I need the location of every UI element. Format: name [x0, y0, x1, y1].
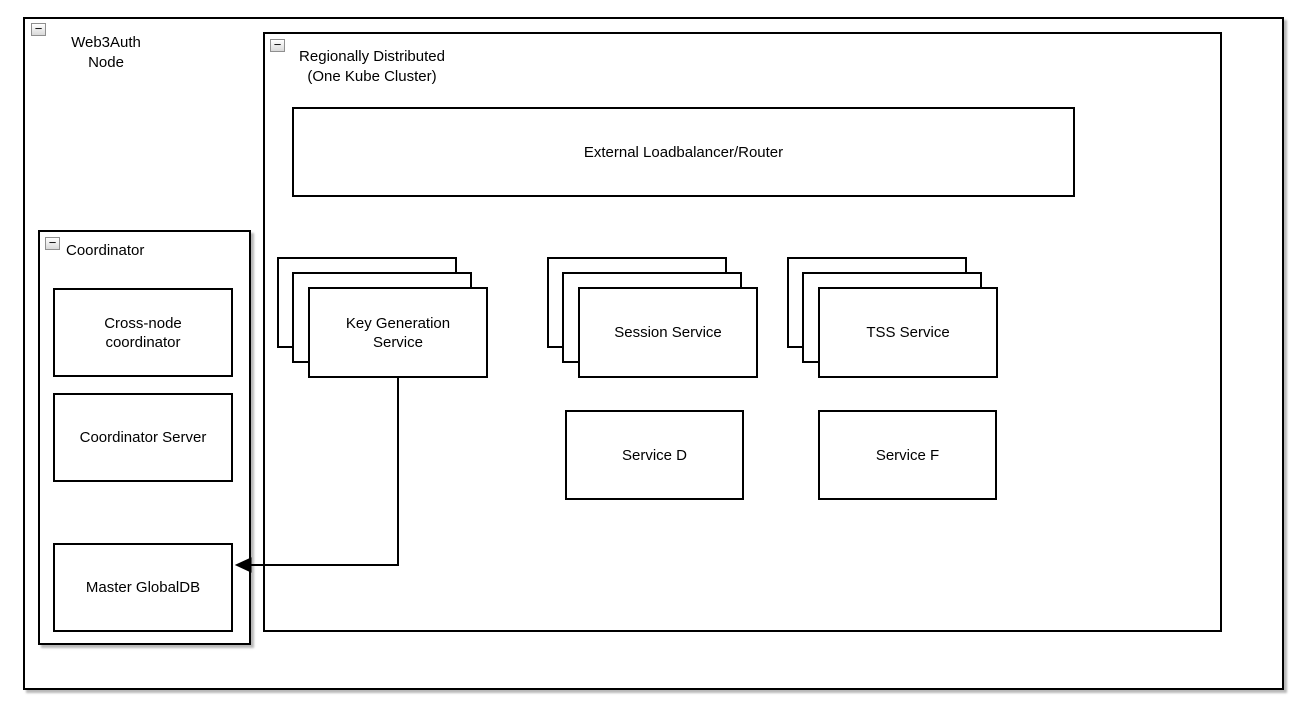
- service-f-box[interactable]: Service F: [818, 410, 997, 500]
- session-service-box[interactable]: Session Service: [578, 287, 758, 378]
- master-globaldb-label: Master GlobalDB: [85, 579, 201, 596]
- service-f-label: Service F: [875, 446, 940, 464]
- collapse-icon[interactable]: −: [31, 22, 46, 36]
- external-loadbalancer-box[interactable]: External Loadbalancer/Router: [292, 107, 1075, 197]
- web3auth-node-label: Web3Auth Node: [71, 34, 141, 71]
- collapse-icon[interactable]: −: [270, 38, 285, 52]
- tss-service-label: TSS Service: [866, 324, 950, 341]
- cross-node-coordinator-box[interactable]: Cross-node coordinator: [53, 288, 233, 377]
- cross-node-coordinator-label: Cross-node coordinator: [104, 314, 182, 351]
- external-loadbalancer-label: External Loadbalancer/Router: [583, 143, 784, 161]
- service-d-label: Service D: [621, 446, 688, 464]
- session-service-label: Session Service: [614, 324, 722, 341]
- service-d-box[interactable]: Service D: [565, 410, 744, 500]
- coordinator-server-box[interactable]: Coordinator Server: [53, 393, 233, 482]
- tss-service-box[interactable]: TSS Service: [818, 287, 998, 378]
- coordinator-label: Coordinator: [66, 242, 145, 259]
- key-generation-service-label: Key Generation Service: [345, 314, 451, 351]
- regionally-distributed-label: Regionally Distributed (One Kube Cluster…: [299, 48, 445, 85]
- master-globaldb-box[interactable]: Master GlobalDB: [53, 543, 233, 632]
- coordinator-server-label: Coordinator Server: [79, 429, 207, 446]
- key-generation-service-box[interactable]: Key Generation Service: [308, 287, 488, 378]
- collapse-icon[interactable]: −: [45, 236, 60, 250]
